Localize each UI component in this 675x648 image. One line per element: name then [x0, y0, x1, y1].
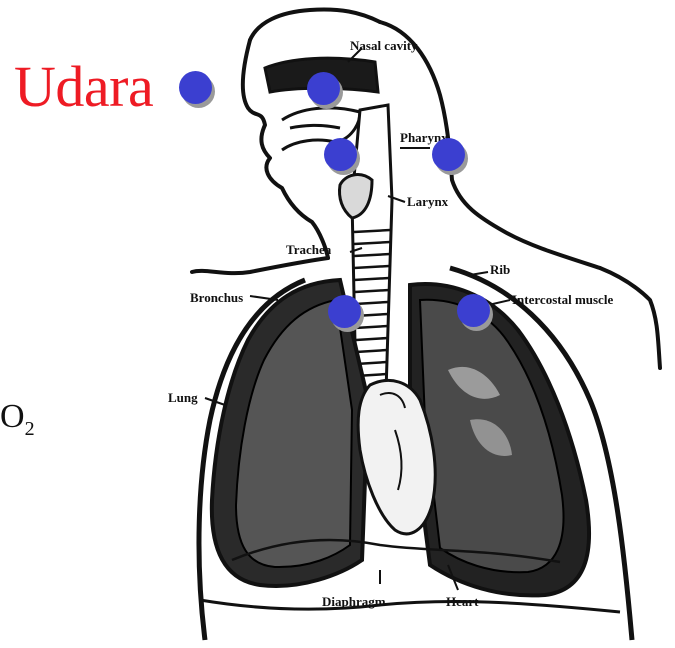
udara-title: Udara: [14, 58, 153, 116]
o2-symbol: O: [0, 398, 25, 435]
label-larynx: Larynx: [407, 194, 448, 210]
label-lung: Lung: [168, 390, 198, 406]
label-heart: Heart: [446, 594, 478, 610]
label-trachea: Trachea: [286, 242, 331, 258]
marker-dot-nasal-cavity: [307, 72, 340, 105]
label-bronchus: Bronchus: [190, 290, 243, 306]
marker-dot-mouth: [324, 138, 357, 171]
o2-formula: O2: [0, 398, 35, 441]
marker-dot-udara: [179, 71, 212, 104]
label-diaphragm: Diaphragm: [322, 594, 386, 610]
o2-subscript: 2: [25, 418, 35, 440]
label-rib: Rib: [490, 262, 510, 278]
label-nasal-cavity: Nasal cavity: [350, 38, 418, 54]
label-intercostal-muscle: Intercostal muscle: [512, 292, 613, 308]
marker-dot-intercostal: [457, 294, 490, 327]
marker-dot-pharynx: [432, 138, 465, 171]
marker-dot-bronchus: [328, 295, 361, 328]
